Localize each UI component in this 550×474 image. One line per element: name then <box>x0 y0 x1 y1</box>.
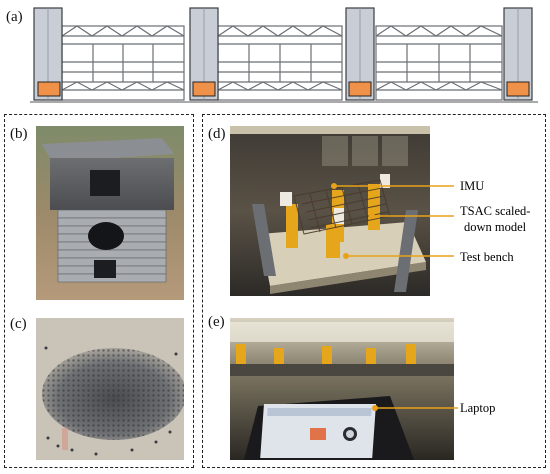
photo-laptop-monitoring <box>230 318 454 460</box>
column-2 <box>189 7 219 101</box>
structure-elevation-drawing <box>30 7 538 103</box>
photo-test-setup <box>230 126 430 296</box>
column-4 <box>503 7 533 101</box>
panel-label-b: (b) <box>10 126 28 142</box>
callout-tsac-line2: down model <box>464 220 527 234</box>
panel-label-e: (e) <box>208 314 225 330</box>
panel-label-d: (d) <box>208 126 226 142</box>
panel-label-a: (a) <box>6 9 23 25</box>
truss-bay-2 <box>217 25 343 101</box>
column-3 <box>345 7 375 101</box>
callout-lines-d <box>334 185 454 257</box>
callout-test-bench: Test bench <box>460 250 514 264</box>
isolator-3 <box>348 81 372 97</box>
photo-isolator-sample <box>36 126 184 300</box>
column-1 <box>33 7 63 101</box>
isolator-1 <box>37 81 61 97</box>
frame-left <box>4 114 194 468</box>
isolator-2 <box>192 81 216 97</box>
photo-steel-particles <box>36 318 184 460</box>
isolator-4 <box>506 81 530 97</box>
truss-bay-3 <box>375 25 503 101</box>
callout-tsac-line1: TSAC scaled- <box>460 204 531 218</box>
truss-bay-1 <box>61 25 185 101</box>
callout-lines-e <box>376 407 458 409</box>
frame-right <box>202 114 546 468</box>
callout-imu: IMU <box>460 179 485 193</box>
callout-laptop: Laptop <box>460 401 496 415</box>
panel-label-c: (c) <box>10 316 27 332</box>
